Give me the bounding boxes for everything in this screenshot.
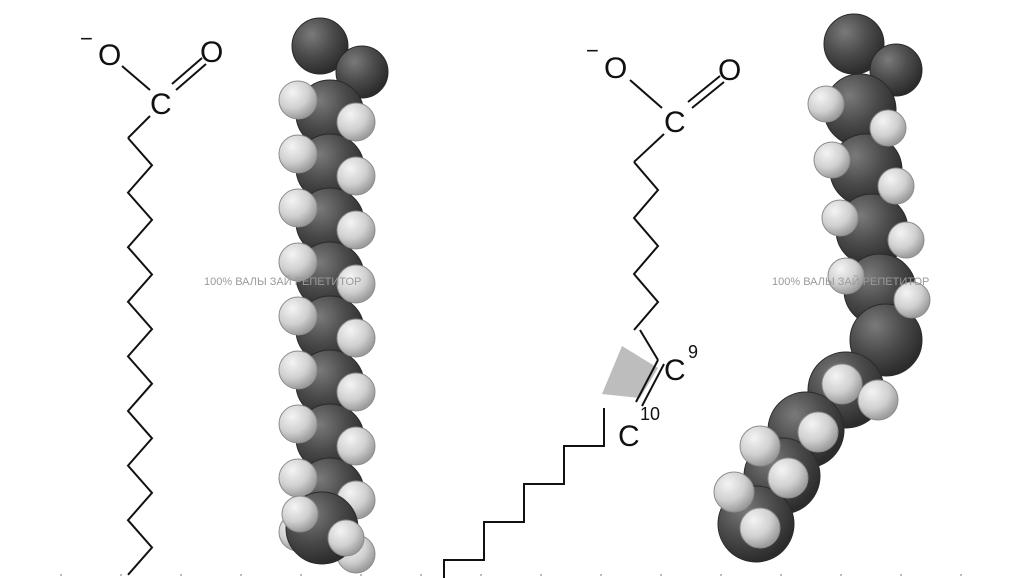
hydrogen-atom xyxy=(281,495,319,533)
unsaturated-lower-chain xyxy=(443,408,605,578)
hydrogen-atom xyxy=(278,350,318,390)
hydrogen-atom xyxy=(887,221,925,259)
unsaturated-space-filling-model xyxy=(713,13,931,563)
hydrogen-atom xyxy=(336,426,376,466)
hydrogen-atom xyxy=(877,167,915,205)
hydrogen-atom xyxy=(813,141,851,179)
saturated-oxygen-double-label: O xyxy=(200,36,223,69)
unsaturated-upper-chain xyxy=(632,161,660,331)
hydrogen-atom xyxy=(893,281,931,319)
hydrogen-atom xyxy=(336,210,376,250)
hydrogen-atom xyxy=(278,134,318,174)
c-o-double-bond-a xyxy=(171,57,203,85)
unsat-carboxyl-chain-bond xyxy=(633,133,665,163)
hydrogen-atom xyxy=(336,372,376,412)
unsaturated-carboxyl-carbon-label: C xyxy=(664,106,686,139)
hydrogen-atom xyxy=(336,102,376,142)
c10-number: 10 xyxy=(640,404,660,424)
hydrogen-atom xyxy=(767,457,809,499)
hydrogen-atom xyxy=(336,264,376,304)
unsaturated-charge-label: − xyxy=(586,38,599,63)
unsaturated-oxygen-single-label: O xyxy=(604,52,627,85)
double-bond-line-b xyxy=(641,363,665,407)
hydrogen-atom xyxy=(327,519,365,557)
hydrogen-atom xyxy=(278,404,318,444)
saturated-hydrocarbon-chain xyxy=(126,137,154,576)
unsat-c-o-double-bond-a xyxy=(687,75,721,103)
saturated-space-filling-model xyxy=(278,17,389,574)
oxygen-atom xyxy=(291,17,349,75)
hydrogen-atom xyxy=(713,471,755,513)
c9-label: C xyxy=(664,354,686,387)
c10-label: C xyxy=(618,420,640,453)
saturated-oxygen-single-label: O xyxy=(98,39,121,72)
unsaturated-skeletal-formula: − O O C C 9 C 10 xyxy=(443,38,741,578)
hydrogen-atom xyxy=(869,109,907,147)
oxygen-atom xyxy=(335,45,389,99)
hydrogen-atom xyxy=(336,156,376,196)
hydrogen-atom xyxy=(807,85,845,123)
hydrogen-atom xyxy=(739,425,781,467)
hydrogen-atom xyxy=(797,411,839,453)
hydrogen-atom xyxy=(336,318,376,358)
c-o-single-bond xyxy=(121,65,151,91)
carboxyl-chain-bond xyxy=(127,115,151,139)
unsat-c-o-double-bond-b xyxy=(691,81,725,109)
hydrogen-atom xyxy=(739,507,781,549)
double-bond-line-a xyxy=(635,359,659,403)
hydrogen-atom xyxy=(278,458,318,498)
saturated-carboxyl-carbon-label: C xyxy=(150,88,172,121)
hydrogen-atom xyxy=(827,257,865,295)
hydrogen-atom xyxy=(821,199,859,237)
hydrogen-atom xyxy=(278,188,318,228)
saturated-charge-label: − xyxy=(80,26,93,51)
unsat-c-o-single-bond xyxy=(629,79,663,109)
hydrogen-atom xyxy=(821,363,863,405)
hydrogen-atom xyxy=(278,242,318,282)
hydrogen-atom xyxy=(857,379,899,421)
carbon-atom xyxy=(849,303,923,377)
watermark-left: 100% ВАЛЫ ЗАЙ РЕПЕТИТОР xyxy=(204,275,361,288)
hydrogen-atom xyxy=(278,296,318,336)
hydrogen-atom xyxy=(278,80,318,120)
unsaturated-oxygen-double-label: O xyxy=(718,54,741,87)
c-o-double-bond-b xyxy=(175,63,207,91)
c9-number: 9 xyxy=(688,342,698,362)
watermark-right: 100% ВАЛЫ ЗАЙ РЕПЕТИТОР xyxy=(772,275,929,288)
saturated-skeletal-formula: − O O C xyxy=(80,26,223,576)
chain-to-c9-bond xyxy=(639,329,659,361)
